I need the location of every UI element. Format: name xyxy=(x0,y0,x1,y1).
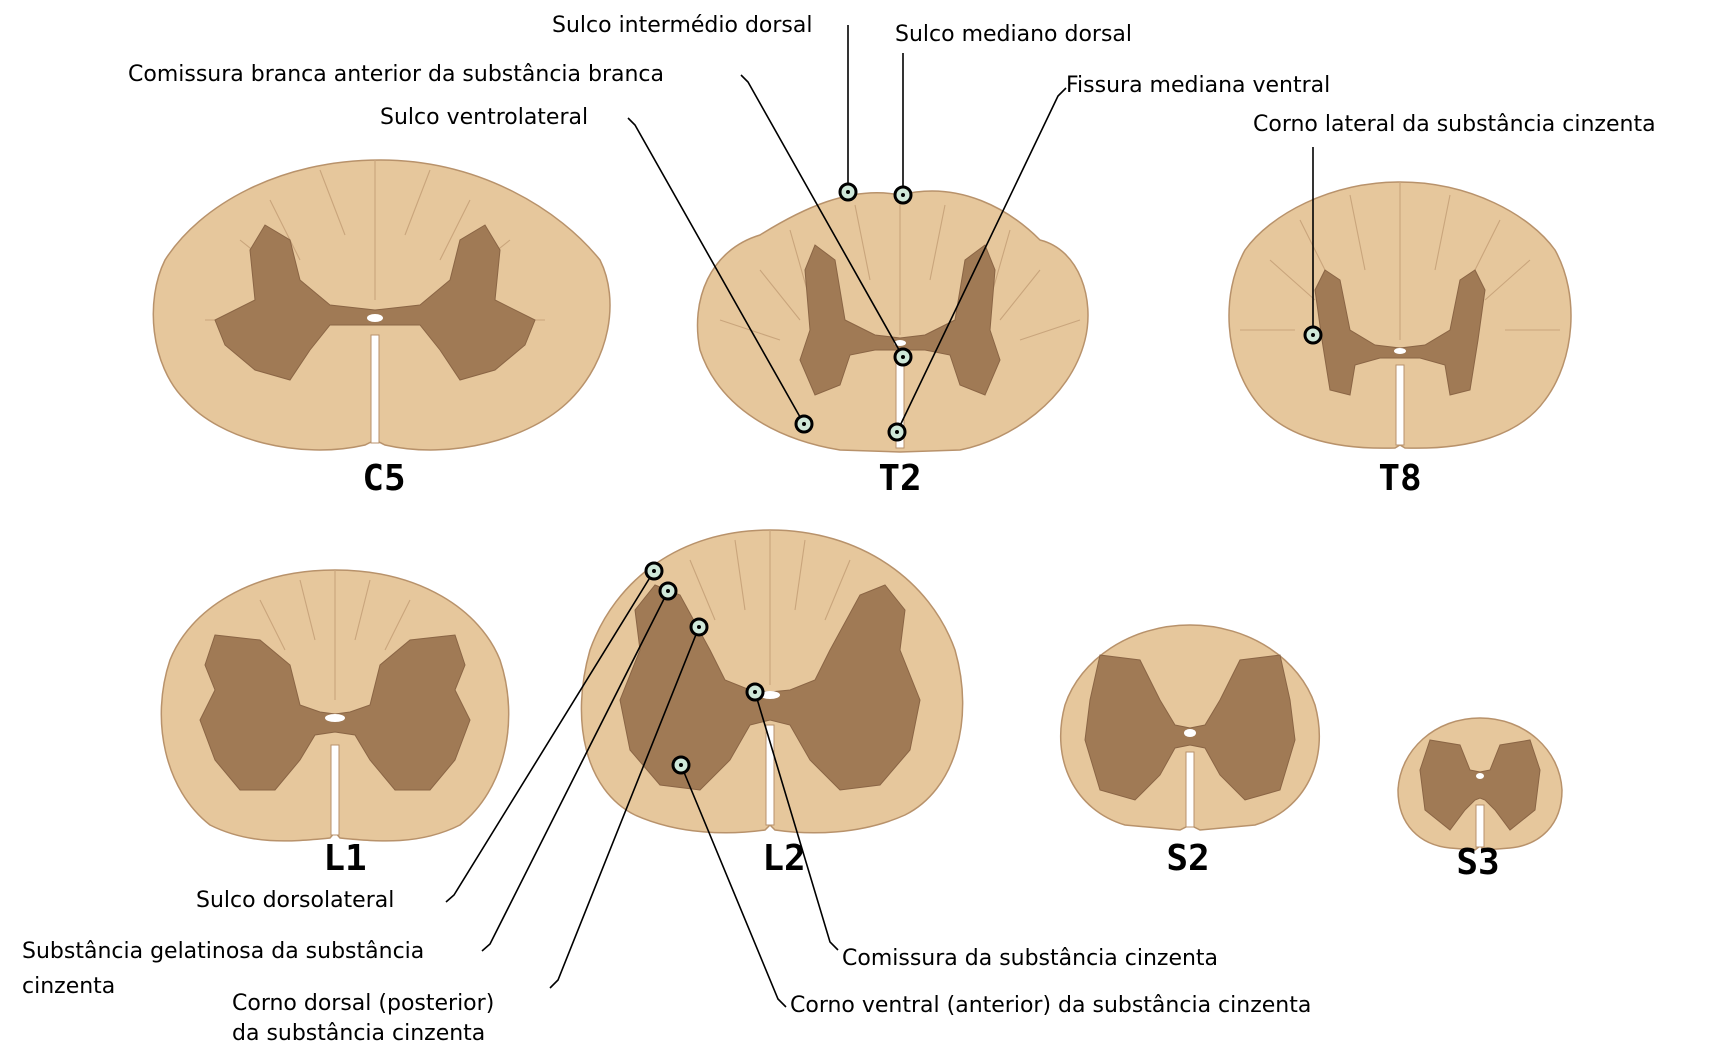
segment-label-l2: L2 xyxy=(762,838,805,879)
section-s3 xyxy=(1398,718,1562,850)
t8-central-canal xyxy=(1394,348,1406,354)
marker-comissura-branca xyxy=(895,349,911,365)
marker-sulco-ventrolateral xyxy=(796,416,812,432)
c5-central-canal xyxy=(367,314,383,322)
label-substancia-gelatinosa-line2: cinzenta xyxy=(22,974,115,999)
s2-ventral-fissure xyxy=(1186,752,1194,827)
section-l1 xyxy=(161,570,508,841)
s3-ventral-fissure xyxy=(1476,805,1484,847)
label-comissura-branca: Comissura branca anterior da substância … xyxy=(128,62,664,87)
section-t2 xyxy=(698,191,1089,452)
section-s2 xyxy=(1061,625,1320,830)
label-sulco-ventrolateral: Sulco ventrolateral xyxy=(380,105,588,130)
label-substancia-gelatinosa-line1: Substância gelatinosa da substância xyxy=(22,939,424,964)
section-t8 xyxy=(1229,182,1571,448)
label-sulco-intermedio-dorsal: Sulco intermédio dorsal xyxy=(552,13,812,38)
t2-white-matter xyxy=(698,191,1089,452)
label-corno-dorsal-line1: Corno dorsal (posterior) xyxy=(232,991,494,1016)
marker-comissura-cinzenta xyxy=(747,684,763,700)
t8-ventral-fissure xyxy=(1396,365,1404,445)
label-corno-lateral: Corno lateral da substância cinzenta xyxy=(1253,112,1656,137)
l1-central-canal xyxy=(325,714,345,722)
label-corno-dorsal-line2: da substância cinzenta xyxy=(232,1021,485,1045)
segment-label-t2: T2 xyxy=(878,458,921,499)
s3-central-canal xyxy=(1476,773,1484,779)
label-fissura-mediana-ventral: Fissura mediana ventral xyxy=(1066,73,1330,98)
s2-central-canal xyxy=(1184,729,1196,737)
marker-fissura-mediana-ventral xyxy=(889,424,905,440)
annotation-labels: Sulco intermédio dorsal Sulco mediano do… xyxy=(22,13,1656,1045)
l1-ventral-fissure xyxy=(331,745,339,835)
segment-label-l1: L1 xyxy=(323,838,366,879)
marker-sulco-dorsolateral xyxy=(646,563,662,579)
segment-label-s2: S2 xyxy=(1166,838,1209,879)
c5-ventral-fissure xyxy=(371,335,379,443)
marker-corno-dorsal xyxy=(691,619,707,635)
marker-sulco-mediano-dorsal xyxy=(895,187,911,203)
c5-white-matter xyxy=(153,160,610,450)
marker-sulco-intermedio-dorsal xyxy=(840,184,856,200)
section-l2 xyxy=(581,530,962,833)
label-comissura-cinzenta: Comissura da substância cinzenta xyxy=(842,946,1218,971)
label-corno-ventral: Corno ventral (anterior) da substância c… xyxy=(790,993,1311,1018)
segment-label-c5: C5 xyxy=(362,458,405,499)
marker-corno-lateral xyxy=(1305,327,1321,343)
label-sulco-mediano-dorsal: Sulco mediano dorsal xyxy=(895,22,1132,47)
label-sulco-dorsolateral: Sulco dorsolateral xyxy=(196,888,394,913)
marker-corno-ventral xyxy=(673,757,689,773)
segment-label-t8: T8 xyxy=(1378,458,1421,499)
segment-label-s3: S3 xyxy=(1456,842,1499,883)
section-c5 xyxy=(153,160,610,450)
marker-substancia-gelatinosa xyxy=(660,583,676,599)
